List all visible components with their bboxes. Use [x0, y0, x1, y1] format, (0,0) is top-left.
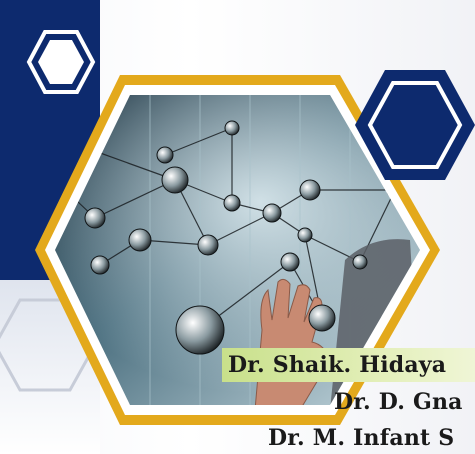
author-name-2: Dr. D. Gna — [334, 389, 463, 415]
hexagon-outline-icon — [26, 30, 96, 94]
author-name-3: Dr. M. Infant S — [268, 425, 455, 451]
author-name-1: Dr. Shaik. Hidaya — [222, 348, 475, 382]
hexagon-outline-icon-right — [355, 70, 475, 180]
